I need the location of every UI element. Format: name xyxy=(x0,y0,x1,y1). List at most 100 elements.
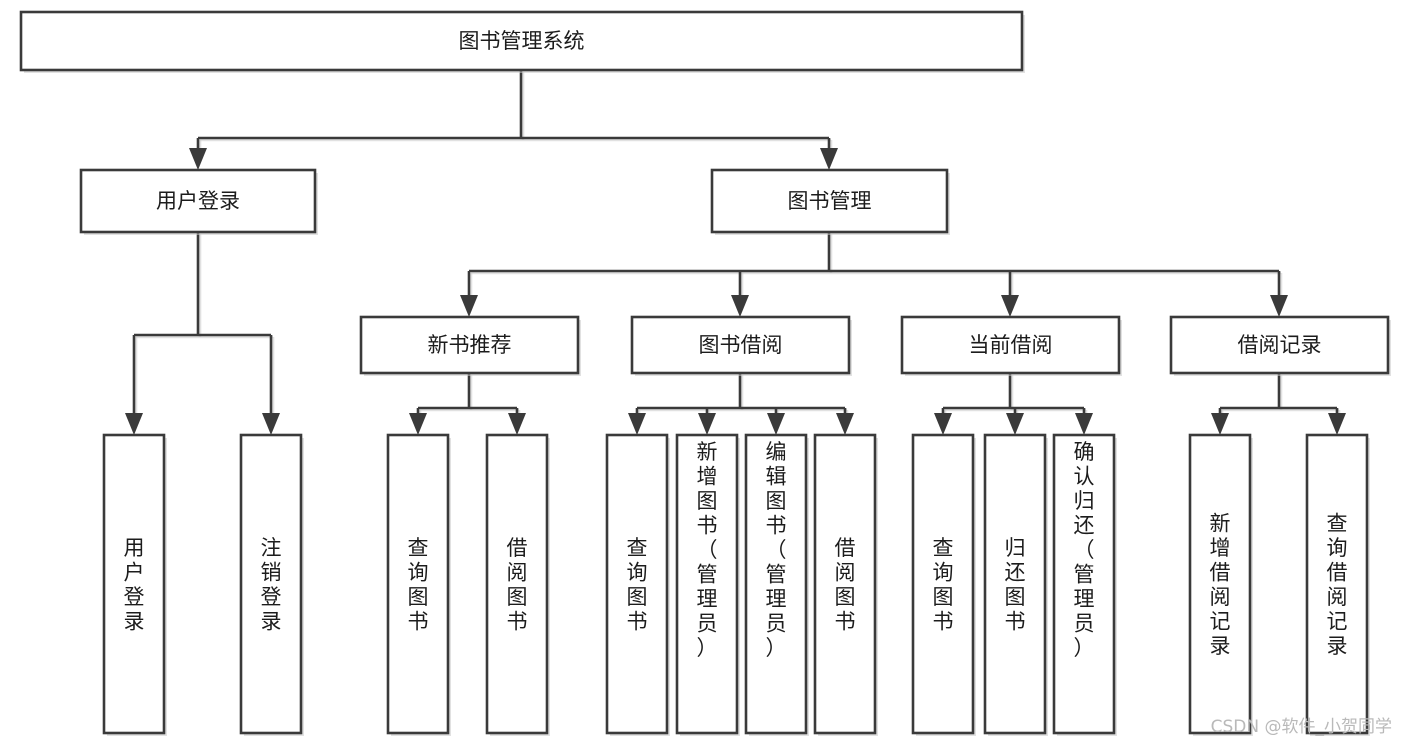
node-label-char: 编 xyxy=(766,440,787,464)
node-leaf-return-book[interactable]: 归还图书 xyxy=(983,433,1048,736)
node-label-char: 书 xyxy=(766,514,787,538)
node-label-char: 录 xyxy=(124,610,145,634)
node-label-char: 书 xyxy=(933,610,954,634)
node-label: 用户登录 xyxy=(156,189,240,213)
node-label-char: 图 xyxy=(507,585,528,609)
node-leaf-confirm-return[interactable]: 确认归还（管理员） xyxy=(1052,433,1117,736)
node-leaf-logout[interactable]: 注销登录 xyxy=(239,433,304,736)
node-root[interactable]: 图书管理系统 xyxy=(19,10,1025,73)
node-box[interactable] xyxy=(900,315,1121,375)
node-label-char: 管 xyxy=(697,563,718,587)
node-leaf-user-login[interactable]: 用户登录 xyxy=(102,433,167,736)
node-label-char: 书 xyxy=(697,514,718,538)
node-label: 图书管理 xyxy=(788,189,872,213)
node-label-char: 书 xyxy=(627,610,648,634)
node-box[interactable] xyxy=(911,433,975,735)
node-label: 查询图书 xyxy=(627,536,648,634)
node-box[interactable] xyxy=(1305,433,1369,735)
arrow-head-icon xyxy=(628,413,646,435)
node-new-book-recommend[interactable]: 新书推荐 xyxy=(359,315,581,376)
node-leaf-borrow-book-2[interactable]: 借阅图书 xyxy=(813,433,878,736)
node-label-char: 还 xyxy=(1074,514,1095,538)
node-box[interactable] xyxy=(359,315,580,375)
arrow-head-icon xyxy=(934,413,952,435)
node-leaf-borrow-book-1[interactable]: 借阅图书 xyxy=(485,433,550,736)
node-label-char: 用 xyxy=(124,536,145,560)
arrow-head-icon xyxy=(1211,413,1229,435)
node-label-char: 书 xyxy=(408,610,429,634)
node-label-char: 借 xyxy=(835,536,856,560)
node-label: 归还图书 xyxy=(1005,536,1026,634)
arrow-head-icon xyxy=(262,413,280,435)
node-box[interactable] xyxy=(386,433,450,735)
node-label-char: 员 xyxy=(766,612,787,636)
node-current-borrow[interactable]: 当前借阅 xyxy=(900,315,1122,376)
node-label-char: 记 xyxy=(1327,610,1348,634)
node-book-borrow[interactable]: 图书借阅 xyxy=(630,315,852,376)
node-label-char: 理 xyxy=(766,587,787,611)
node-label: 编辑图书（管理员） xyxy=(766,440,787,660)
node-leaf-add-record[interactable]: 新增借阅记录 xyxy=(1188,433,1253,736)
node-label: 注销登录 xyxy=(261,536,282,634)
arrow-head-icon xyxy=(836,413,854,435)
node-box[interactable] xyxy=(485,433,549,735)
node-label-char: 图 xyxy=(1005,585,1026,609)
node-label-char: 图 xyxy=(697,489,718,513)
node-box[interactable] xyxy=(79,168,317,234)
arrow-head-icon xyxy=(189,148,207,170)
node-label-char: 辑 xyxy=(766,465,787,489)
node-label-char: 书 xyxy=(1005,610,1026,634)
node-label-char: 还 xyxy=(1005,561,1026,585)
node-label-char: 阅 xyxy=(835,561,856,585)
node-label-char: 员 xyxy=(1074,612,1095,636)
node-label-char: 借 xyxy=(507,536,528,560)
arrow-head-icon xyxy=(767,413,785,435)
node-box[interactable] xyxy=(813,433,877,735)
node-label-char: 询 xyxy=(933,561,954,585)
node-label: 借阅图书 xyxy=(507,536,528,634)
node-leaf-query-record[interactable]: 查询借阅记录 xyxy=(1305,433,1370,736)
node-label-char: 销 xyxy=(261,561,282,585)
node-book-management[interactable]: 图书管理 xyxy=(710,168,950,235)
node-leaf-edit-book[interactable]: 编辑图书（管理员） xyxy=(744,433,809,736)
node-box[interactable] xyxy=(1169,315,1390,375)
node-label-char: 询 xyxy=(1327,536,1348,560)
node-leaf-query-book-2[interactable]: 查询图书 xyxy=(605,433,670,736)
node-box[interactable] xyxy=(605,433,669,735)
node-layer: 图书管理系统用户登录图书管理新书推荐图书借阅当前借阅借阅记录用户登录注销登录查询… xyxy=(19,10,1391,736)
node-label-char: 新 xyxy=(1210,512,1231,536)
node-box[interactable] xyxy=(983,433,1047,735)
arrow-head-icon xyxy=(731,295,749,317)
node-label-char: 询 xyxy=(408,561,429,585)
node-box[interactable] xyxy=(1188,433,1252,735)
node-box[interactable] xyxy=(239,433,303,735)
node-label-char: ） xyxy=(766,636,787,660)
node-label-char: 户 xyxy=(124,561,145,585)
node-borrow-records[interactable]: 借阅记录 xyxy=(1169,315,1391,376)
node-box[interactable] xyxy=(710,168,949,234)
node-box[interactable] xyxy=(744,433,808,735)
node-leaf-add-book[interactable]: 新增图书（管理员） xyxy=(675,433,740,736)
node-leaf-query-book-3[interactable]: 查询图书 xyxy=(911,433,976,736)
node-label-char: 员 xyxy=(697,612,718,636)
node-leaf-query-book-1[interactable]: 查询图书 xyxy=(386,433,451,736)
node-label: 查询图书 xyxy=(933,536,954,634)
node-label-char: 图 xyxy=(933,585,954,609)
node-box[interactable] xyxy=(630,315,851,375)
node-label-char: 阅 xyxy=(507,561,528,585)
node-label-char: 借 xyxy=(1327,561,1348,585)
arrow-head-icon xyxy=(1270,295,1288,317)
node-label: 查询借阅记录 xyxy=(1327,512,1348,659)
node-label-char: 归 xyxy=(1005,536,1026,560)
node-label-char: 书 xyxy=(835,610,856,634)
node-label-char: 记 xyxy=(1210,610,1231,634)
node-label-char: 增 xyxy=(1210,536,1231,560)
node-label-char: 查 xyxy=(408,536,429,560)
node-box[interactable] xyxy=(1052,433,1116,735)
node-label-char: 增 xyxy=(697,465,718,489)
node-box[interactable] xyxy=(19,10,1024,72)
node-box[interactable] xyxy=(102,433,166,735)
node-user-login[interactable]: 用户登录 xyxy=(79,168,318,235)
node-box[interactable] xyxy=(675,433,739,735)
